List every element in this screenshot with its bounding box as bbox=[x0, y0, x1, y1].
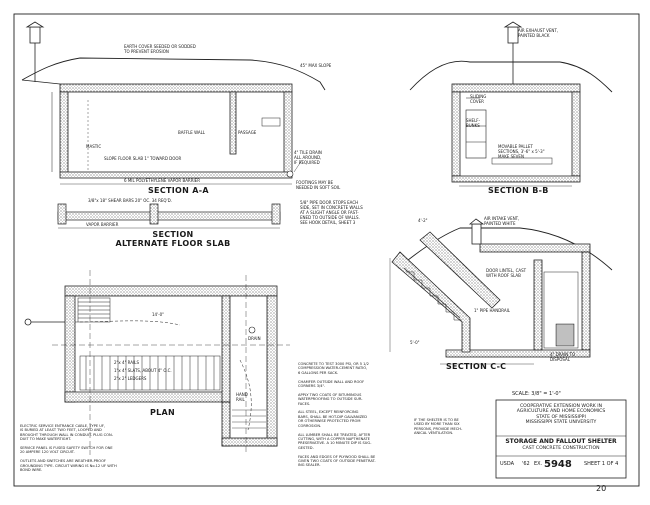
section-a-a-title: SECTION A-A bbox=[148, 186, 209, 195]
dim-plan: 14'-0" bbox=[152, 312, 165, 317]
title-block-sheet: SHEET 1 OF 4 bbox=[584, 461, 619, 467]
movable-pallet-label: MOVABLE PALLET SECTIONS, 3'-6" x 5'-3" M… bbox=[498, 144, 545, 159]
electric-notes: ELECTRIC SERVICE ENTRANCE CABLE, TYPE UF… bbox=[20, 424, 117, 473]
pipe-handrail-label: 1" PIPE HANDRAIL bbox=[474, 308, 511, 313]
title-block-number: 5948 bbox=[544, 459, 572, 470]
door-lintel-label: DOOR LINTEL, CAST WITH ROOF SLAB bbox=[486, 268, 527, 278]
scale-label: SCALE: 3/8" = 1'-0" bbox=[512, 391, 561, 397]
pipe-door-stops-note: 5/8" PIPE DOOR STOPS EACH SIDE, SET IN C… bbox=[300, 200, 363, 225]
passage-label: PASSAGE bbox=[238, 130, 257, 135]
concrete-notes: CONCRETE TO TEST 3000 PSI, OR 5 1/2 COMP… bbox=[298, 362, 376, 468]
slats-label: 1"x 4" SLATS, ABOUT 4" O.C. bbox=[114, 368, 172, 373]
page-number: 20 bbox=[596, 484, 607, 493]
ledgers-label: 2"x 2" LEDGERS bbox=[114, 376, 147, 381]
title-block-subtitle: CAST CONCRETE CONSTRUCTION bbox=[522, 446, 600, 451]
slope-floor-label: SLOPE FLOOR SLAB 1" TOWARD DOOR bbox=[104, 156, 182, 161]
section-b-b bbox=[409, 21, 613, 187]
title-block-usda: USDA bbox=[500, 461, 515, 467]
vapor-barrier-alt-label: VAPOR BARRIER bbox=[86, 222, 119, 227]
drain-disposal-label: 4" DRAIN TO DISPOSAL bbox=[550, 352, 576, 362]
footings-label: FOOTINGS MAY BE NEEDED IN SOFT SOIL bbox=[296, 180, 341, 190]
section-b-b-title: SECTION B-B bbox=[488, 186, 549, 195]
rails-label: 2"x 4" RAILS bbox=[114, 360, 139, 365]
baffle-wall-label: BAFFLE WALL bbox=[178, 130, 206, 135]
earth-cover-label: EARTH COVER SEEDED OR SODDED TO PREVENT … bbox=[124, 44, 196, 54]
six-persons-note: IF THE SHELTER IS TO BE USED BY MORE THA… bbox=[414, 418, 463, 436]
mastic-label: MASTIC bbox=[86, 144, 102, 149]
title-block-frame bbox=[495, 399, 627, 479]
title-block-ex: EX. bbox=[534, 461, 543, 467]
tile-drain-label: 4" TILE DRAIN ALL AROUND, IF REQUIRED bbox=[294, 150, 322, 165]
dim-c1: 4'-2" bbox=[418, 218, 428, 223]
air-intake-label: AIR INTAKE VENT, PAINTED WHITE bbox=[484, 216, 520, 226]
floor-plan bbox=[24, 270, 290, 455]
sheet-border bbox=[13, 13, 640, 487]
section-a-a bbox=[21, 21, 326, 185]
alternate-floor-slab-title: SECTION ALTERNATE FLOOR SLAB bbox=[115, 230, 231, 248]
title-block-org: COOPERATIVE EXTENSION WORK IN AGRICULTUR… bbox=[516, 404, 606, 426]
plan-title: PLAN bbox=[150, 408, 176, 417]
shear-bars-label: 3/8"x 18" SHEAR BARS 20" OC. 34 REQ'D. bbox=[88, 198, 173, 203]
drain-label: DRAIN bbox=[248, 336, 261, 341]
vapor-barrier-label: 6 MIL POLYETHYLENE VAPOR BARRIER bbox=[124, 178, 200, 183]
title-block-year: '62 bbox=[522, 461, 530, 467]
dim-c2: 5'-0" bbox=[410, 340, 420, 345]
title-block-title: STORAGE AND FALLOUT SHELTER bbox=[505, 438, 617, 445]
section-c-c bbox=[389, 218, 613, 365]
section-c-c-title: SECTION C-C bbox=[446, 362, 507, 371]
hand-rail-label: HAND RAIL bbox=[236, 392, 248, 402]
shelf-bunks-label: SHELF- BUNKS bbox=[466, 118, 481, 128]
exhaust-vent-label: AIR EXHAUST VENT, PAINTED BLACK bbox=[518, 28, 559, 38]
max-slope-label: 45° MAX SLOPE bbox=[300, 63, 332, 68]
sliding-cover-label: SLIDING COVER bbox=[470, 94, 487, 104]
alternate-floor-slab bbox=[57, 203, 281, 229]
